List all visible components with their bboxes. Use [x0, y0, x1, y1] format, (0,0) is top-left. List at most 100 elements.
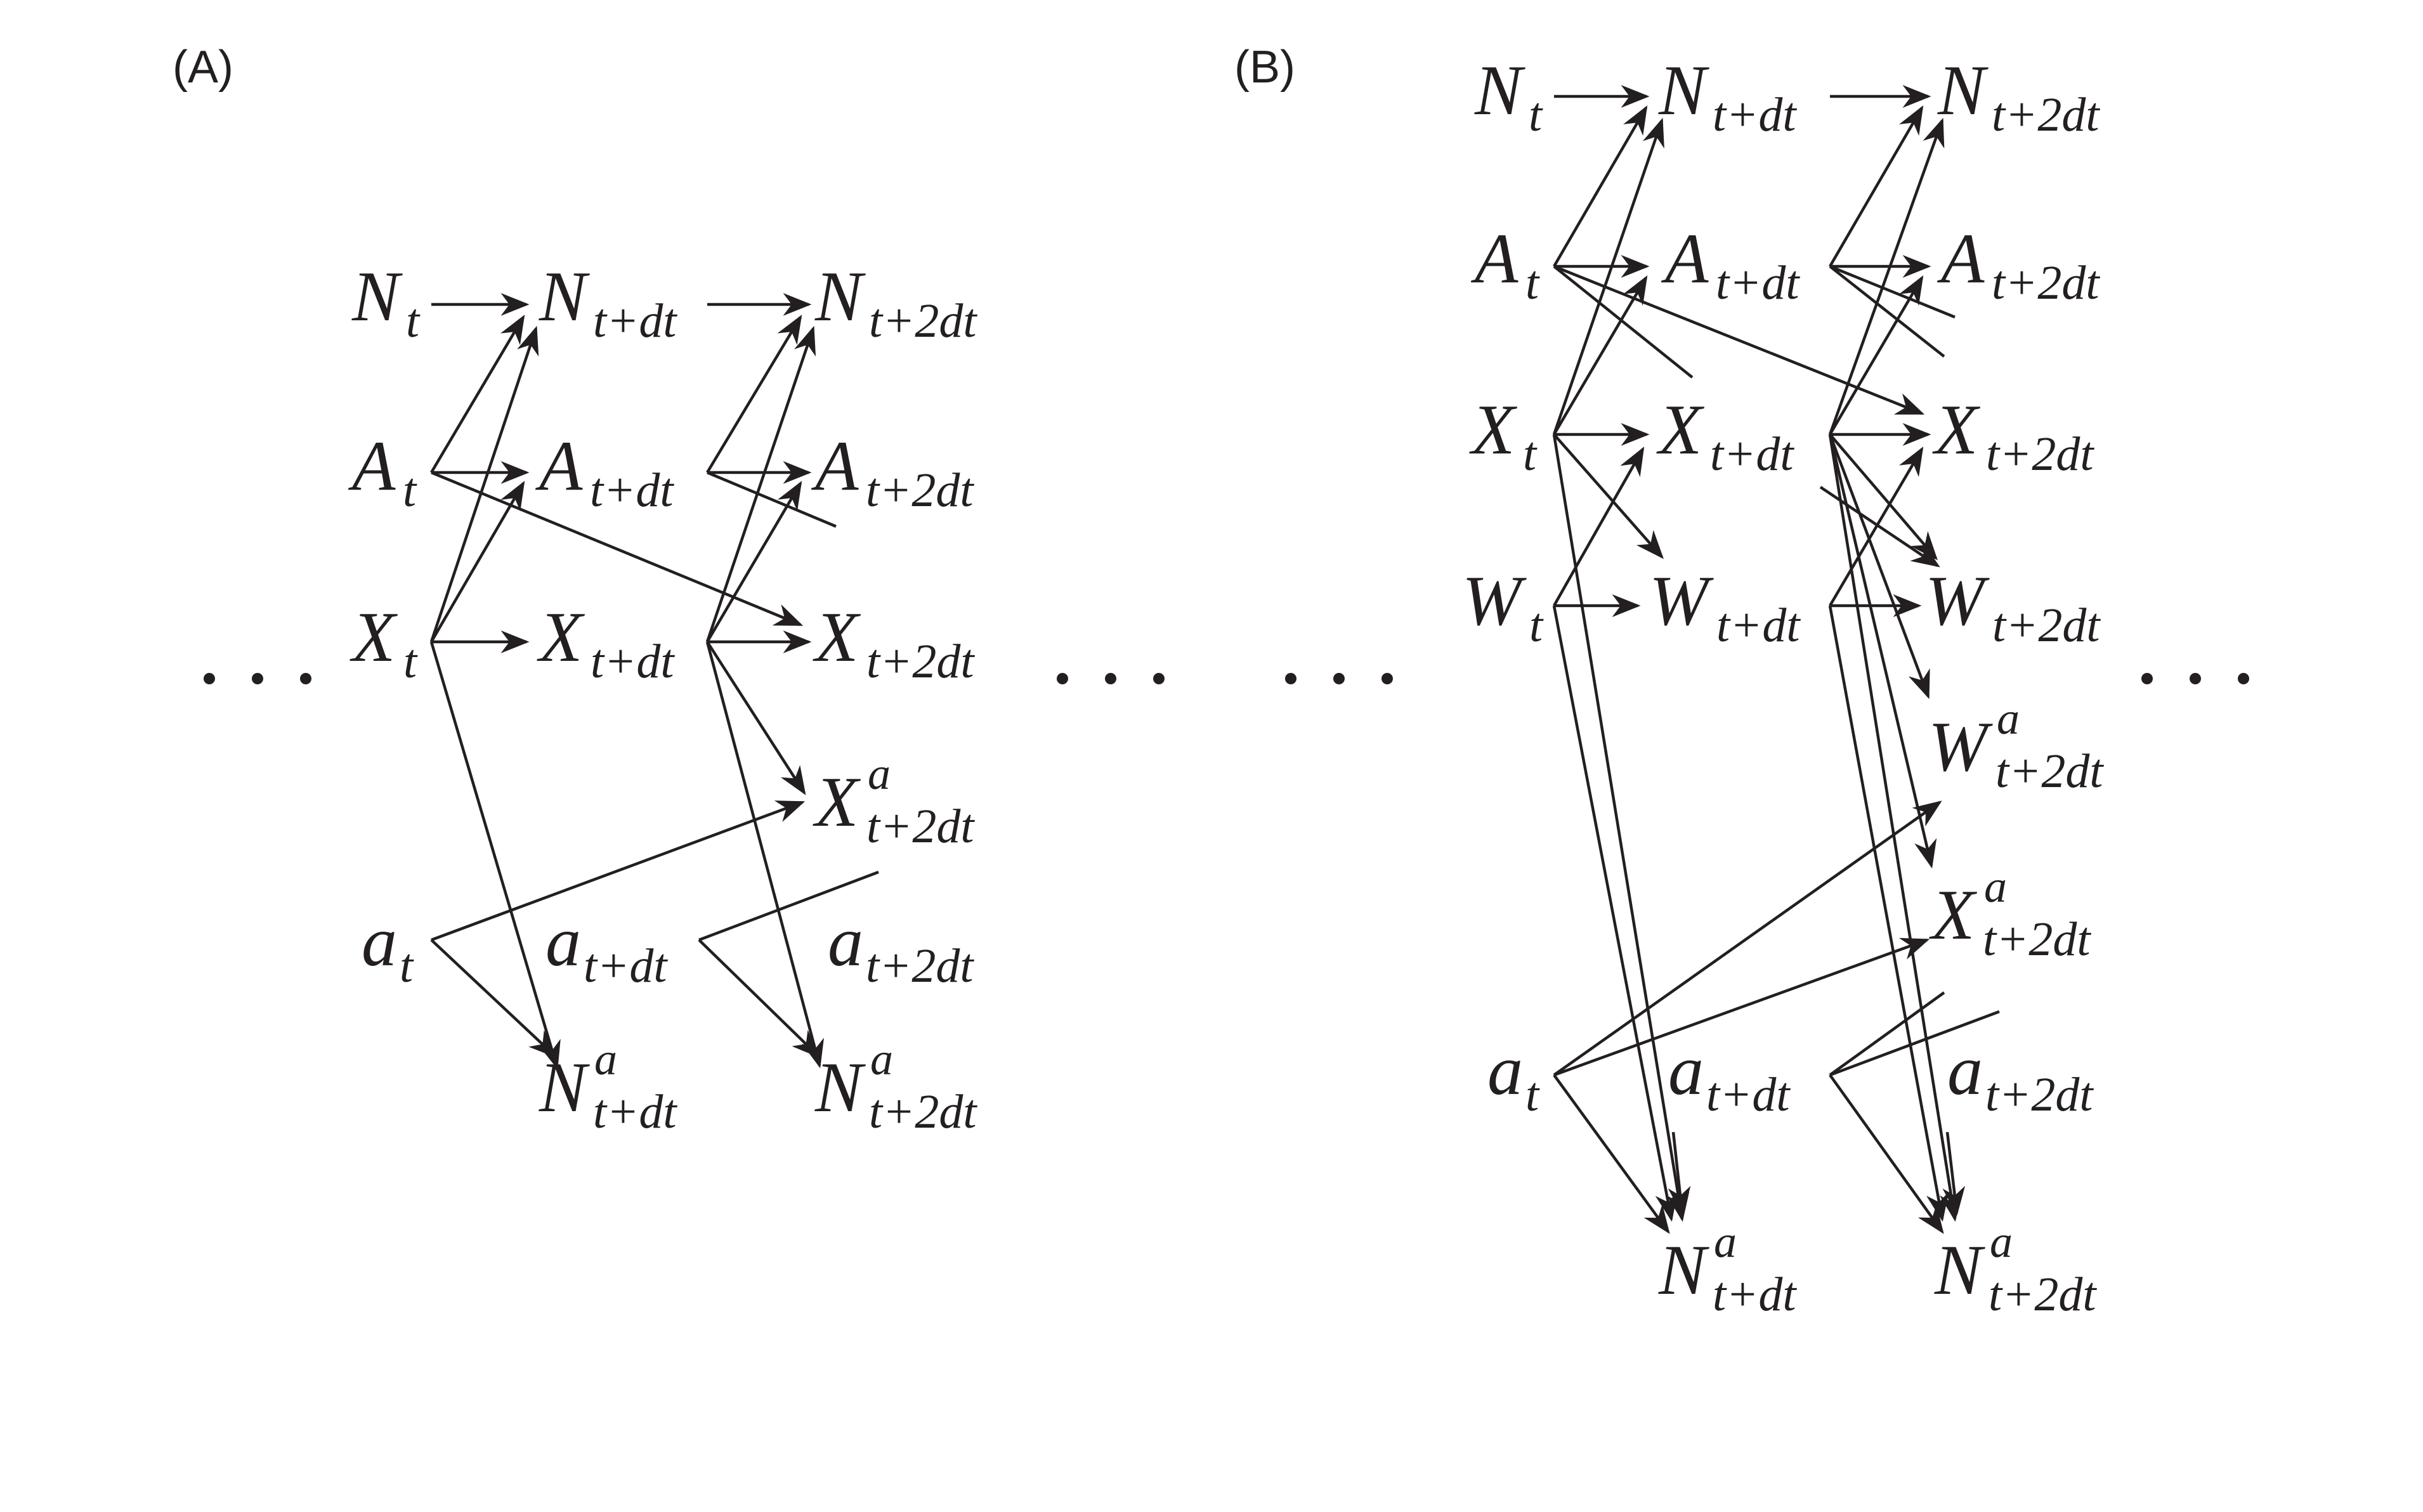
- panel-label-a: (A): [173, 42, 233, 93]
- node-symbol: A: [1470, 219, 1518, 298]
- node-superscript: a: [594, 1034, 617, 1085]
- edge-48: [1829, 446, 1924, 607]
- edge-46: [1828, 434, 1963, 1222]
- node-superscript: a: [1990, 1216, 2013, 1267]
- edge-41: [1829, 264, 1956, 319]
- node-subscript: t+2dt: [1992, 88, 2100, 141]
- node-symbol: X: [1656, 391, 1705, 469]
- edge-57: [1942, 1131, 1966, 1216]
- node-subscript: t+dt: [591, 635, 675, 688]
- node-subscript: t+dt: [593, 1085, 677, 1138]
- edge-40: [1829, 275, 1924, 436]
- edge-34: [1553, 433, 1664, 559]
- node-subscript: t: [1525, 1068, 1540, 1121]
- node-symbol: W: [1925, 562, 1990, 641]
- edge-55: [1829, 1074, 1944, 1234]
- edge-39: [1828, 117, 1945, 435]
- edge-52: [1553, 1074, 1670, 1234]
- decor-layer: [204, 673, 2249, 684]
- node-subscript: t+2dt: [1986, 427, 2094, 481]
- ellipsis-dot: [1105, 673, 1116, 684]
- edge-33: [1553, 264, 1925, 415]
- node-symbol: A: [811, 427, 859, 505]
- edge-20: [698, 939, 821, 1059]
- edge-37: [1552, 605, 1678, 1222]
- edge-50: [1553, 800, 1942, 1076]
- node-subscript: t+dt: [590, 464, 674, 517]
- node-symbol: A: [1936, 219, 1985, 298]
- edge-49: [1819, 486, 1940, 568]
- edge-54: [1829, 1010, 2000, 1077]
- node-subscript: t: [1525, 256, 1540, 310]
- node-subscript: t+dt: [593, 294, 677, 348]
- ellipsis-dot: [252, 673, 263, 684]
- node-subscript: t+2dt: [1992, 599, 2101, 652]
- node-subscript: t+2dt: [1985, 1068, 2094, 1121]
- node-symbol: a: [1487, 1031, 1523, 1110]
- ellipsis-dot: [1153, 673, 1165, 684]
- node-symbol: X: [1932, 391, 1981, 469]
- ellipsis-icon: [1057, 673, 1165, 684]
- node-symbol: N: [1937, 51, 1989, 130]
- edge-9: [431, 471, 804, 627]
- node-subscript: t+2dt: [866, 464, 974, 517]
- edge-11: [706, 315, 802, 474]
- ellipsis-icon: [1285, 673, 1393, 684]
- ellipsis-dot: [1285, 673, 1296, 684]
- edge-30: [1552, 117, 1664, 435]
- node-symbol: X: [813, 763, 861, 842]
- edge-53: [1829, 991, 1945, 1076]
- node-symbol: N: [351, 257, 403, 336]
- node-symbol: a: [828, 903, 863, 981]
- node-symbol: A: [535, 427, 583, 505]
- edge-7: [429, 325, 539, 642]
- edge-35: [1553, 446, 1645, 607]
- node-symbol: W: [1462, 562, 1527, 641]
- edge-42: [1829, 265, 1945, 358]
- node-subscript: t+dt: [1716, 256, 1800, 310]
- edge-6: [430, 315, 525, 474]
- node-symbol: N: [1658, 1231, 1709, 1310]
- ellipsis-dot: [300, 673, 311, 684]
- node-subscript: t+2dt: [1992, 256, 2100, 310]
- edge-16: [707, 471, 837, 528]
- node-subscript: t+dt: [1710, 427, 1794, 481]
- ellipsis-icon: [204, 673, 311, 684]
- edge-38: [1829, 105, 1924, 268]
- node-symbol: A: [1661, 219, 1709, 298]
- node-subscript: t: [406, 294, 421, 348]
- edge-47: [1828, 605, 1949, 1222]
- edge-8: [430, 481, 525, 643]
- node-symbol: a: [545, 903, 581, 981]
- node-subscript: t: [1529, 88, 1543, 141]
- edge-51: [1553, 937, 1930, 1077]
- node-symbol: X: [1929, 876, 1978, 955]
- edge-14: [706, 641, 806, 795]
- node-symbol: W: [1928, 708, 1993, 786]
- node-superscript: a: [1714, 1216, 1737, 1267]
- node-subscript: t: [400, 939, 414, 993]
- node-symbol: N: [539, 257, 590, 336]
